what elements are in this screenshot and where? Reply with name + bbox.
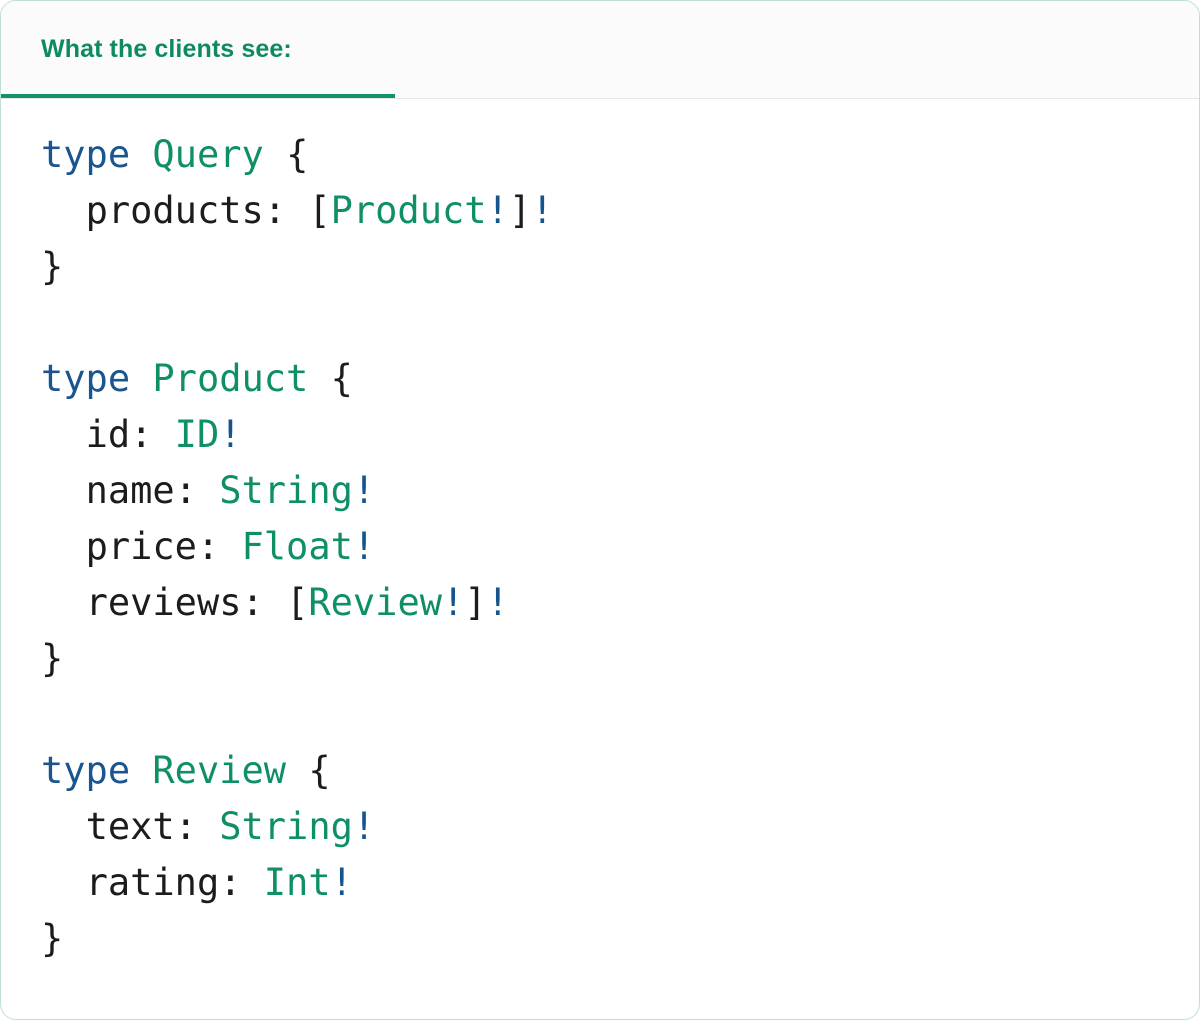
code-token-punct: {: [308, 749, 331, 792]
code-line: rating: Int!: [41, 855, 1199, 911]
code-token-bang: !: [352, 469, 376, 512]
code-token-bang: !: [486, 189, 509, 232]
code-token-bang: !: [330, 861, 353, 904]
code-token-punct: [: [286, 581, 309, 624]
code-token-plain: [286, 749, 308, 792]
code-token-type: Product: [330, 189, 487, 232]
code-token-field: price:: [85, 525, 220, 568]
code-token-punct: {: [330, 357, 353, 400]
code-token-field: name:: [85, 469, 197, 512]
code-token-bang: !: [219, 413, 242, 456]
code-line: id: ID!: [41, 407, 1199, 463]
code-line: type Product {: [41, 351, 1199, 407]
code-line: products: [Product!]!: [41, 183, 1199, 239]
code-line: text: String!: [41, 799, 1199, 855]
active-tab-indicator: [1, 94, 395, 98]
code-token-punct: [: [308, 189, 331, 232]
code-token-plain: [197, 469, 219, 512]
code-token-type: Review: [308, 581, 442, 624]
code-line: }: [41, 239, 1199, 295]
code-token-bang: !: [486, 581, 509, 624]
code-token-plain: [308, 357, 330, 400]
code-token-punct: ]: [508, 189, 532, 232]
code-token-kw: type: [41, 749, 131, 792]
tab-label: What the clients see:: [41, 35, 292, 63]
code-token-plain: [130, 749, 152, 792]
code-token-field: rating:: [85, 861, 242, 904]
code-token-bang: !: [352, 805, 376, 848]
code-token-kw: type: [41, 133, 131, 176]
code-token-punct: }: [41, 245, 64, 288]
code-token-type: Review: [152, 749, 287, 792]
code-token-type: Product: [152, 357, 309, 400]
code-line: reviews: [Review!]!: [41, 575, 1199, 631]
code-line: name: String!: [41, 463, 1199, 519]
code-token-type: Float: [241, 525, 353, 568]
code-token-punct: }: [41, 637, 64, 680]
code-token-plain: [130, 357, 152, 400]
code-token-type: Int: [263, 861, 331, 904]
code-token-bang: !: [531, 189, 554, 232]
graphql-schema-code: type Query { products: [Product!]!} type…: [1, 99, 1199, 967]
code-line: type Review {: [41, 743, 1199, 799]
code-token-punct: {: [286, 133, 309, 176]
code-token-type: String: [219, 469, 353, 512]
code-token-plain: [130, 133, 152, 176]
code-token-punct: }: [41, 917, 64, 960]
code-line: }: [41, 911, 1199, 967]
code-token-plain: [197, 805, 219, 848]
code-token-plain: [242, 861, 264, 904]
tab-what-the-clients-see[interactable]: What the clients see:: [1, 1, 395, 98]
code-token-type: Query: [152, 133, 264, 176]
code-line-blank: [41, 687, 1199, 743]
code-token-bang: !: [352, 525, 376, 568]
code-line-blank: [41, 295, 1199, 351]
code-token-plain: [219, 525, 241, 568]
code-token-field: reviews:: [85, 581, 264, 624]
code-token-plain: [264, 581, 286, 624]
code-token-punct: ]: [464, 581, 487, 624]
code-token-field: id:: [85, 413, 153, 456]
code-line: }: [41, 631, 1199, 687]
code-token-kw: type: [41, 357, 131, 400]
code-token-plain: [152, 413, 174, 456]
code-token-plain: [286, 189, 308, 232]
code-token-bang: !: [442, 581, 465, 624]
code-line: type Query {: [41, 127, 1199, 183]
code-line: price: Float!: [41, 519, 1199, 575]
code-token-field: text:: [85, 805, 197, 848]
tab-strip: What the clients see:: [1, 1, 1199, 99]
code-token-plain: [264, 133, 286, 176]
code-token-type: String: [219, 805, 353, 848]
code-token-field: products:: [85, 189, 287, 232]
code-token-type: ID: [174, 413, 220, 456]
